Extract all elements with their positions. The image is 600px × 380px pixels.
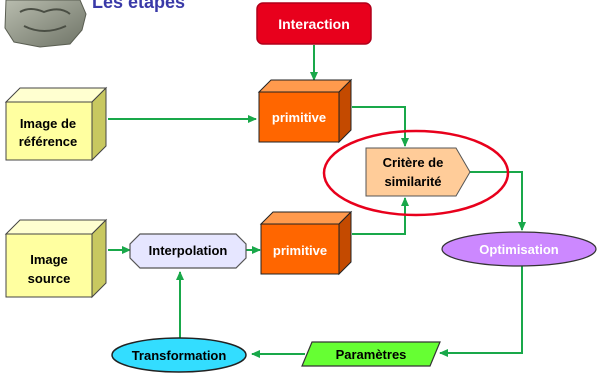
interaction-node: Interaction (256, 2, 372, 45)
transformation-label: Transformation (132, 348, 227, 363)
connectors (108, 45, 526, 358)
optimisation-label: Optimisation (479, 242, 559, 257)
arrow-critere-to-optimisation (470, 171, 526, 231)
parametres-node: Paramètres (301, 341, 441, 367)
primitive-bottom-node: primitive (259, 210, 353, 276)
arrow-primitive-bottom-to-critere (352, 197, 409, 235)
optimisation-node: Optimisation (441, 231, 597, 267)
image-reference-node: Image de référence (4, 86, 108, 162)
critere-label-1: Critère de (383, 155, 444, 170)
image-source-label-1: Image (30, 252, 68, 267)
image-source-label-2: source (28, 271, 71, 286)
parametres-label: Paramètres (336, 347, 407, 362)
slide-title: Les étapes (92, 0, 185, 12)
image-reference-label-1: Image de (20, 116, 76, 131)
critere-node: Critère de similarité (365, 147, 471, 197)
image-reference-label-2: référence (19, 134, 78, 149)
interpolation-node: Interpolation (129, 233, 247, 269)
primitive-bottom-label: primitive (273, 243, 327, 258)
image-source-node: Image source (4, 218, 108, 299)
arrow-optimisation-to-parametres (439, 265, 523, 357)
critere-label-2: similarité (384, 174, 441, 189)
interpolation-label: Interpolation (149, 243, 228, 258)
interaction-label: Interaction (278, 16, 350, 32)
arrow-primitive-to-critere (352, 106, 409, 147)
critere-highlight-ring (322, 129, 510, 217)
primitive-top-node: primitive (257, 78, 353, 144)
logo-stone-head-icon (4, 0, 87, 48)
primitive-top-label: primitive (272, 110, 326, 125)
transformation-node: Transformation (111, 337, 247, 373)
